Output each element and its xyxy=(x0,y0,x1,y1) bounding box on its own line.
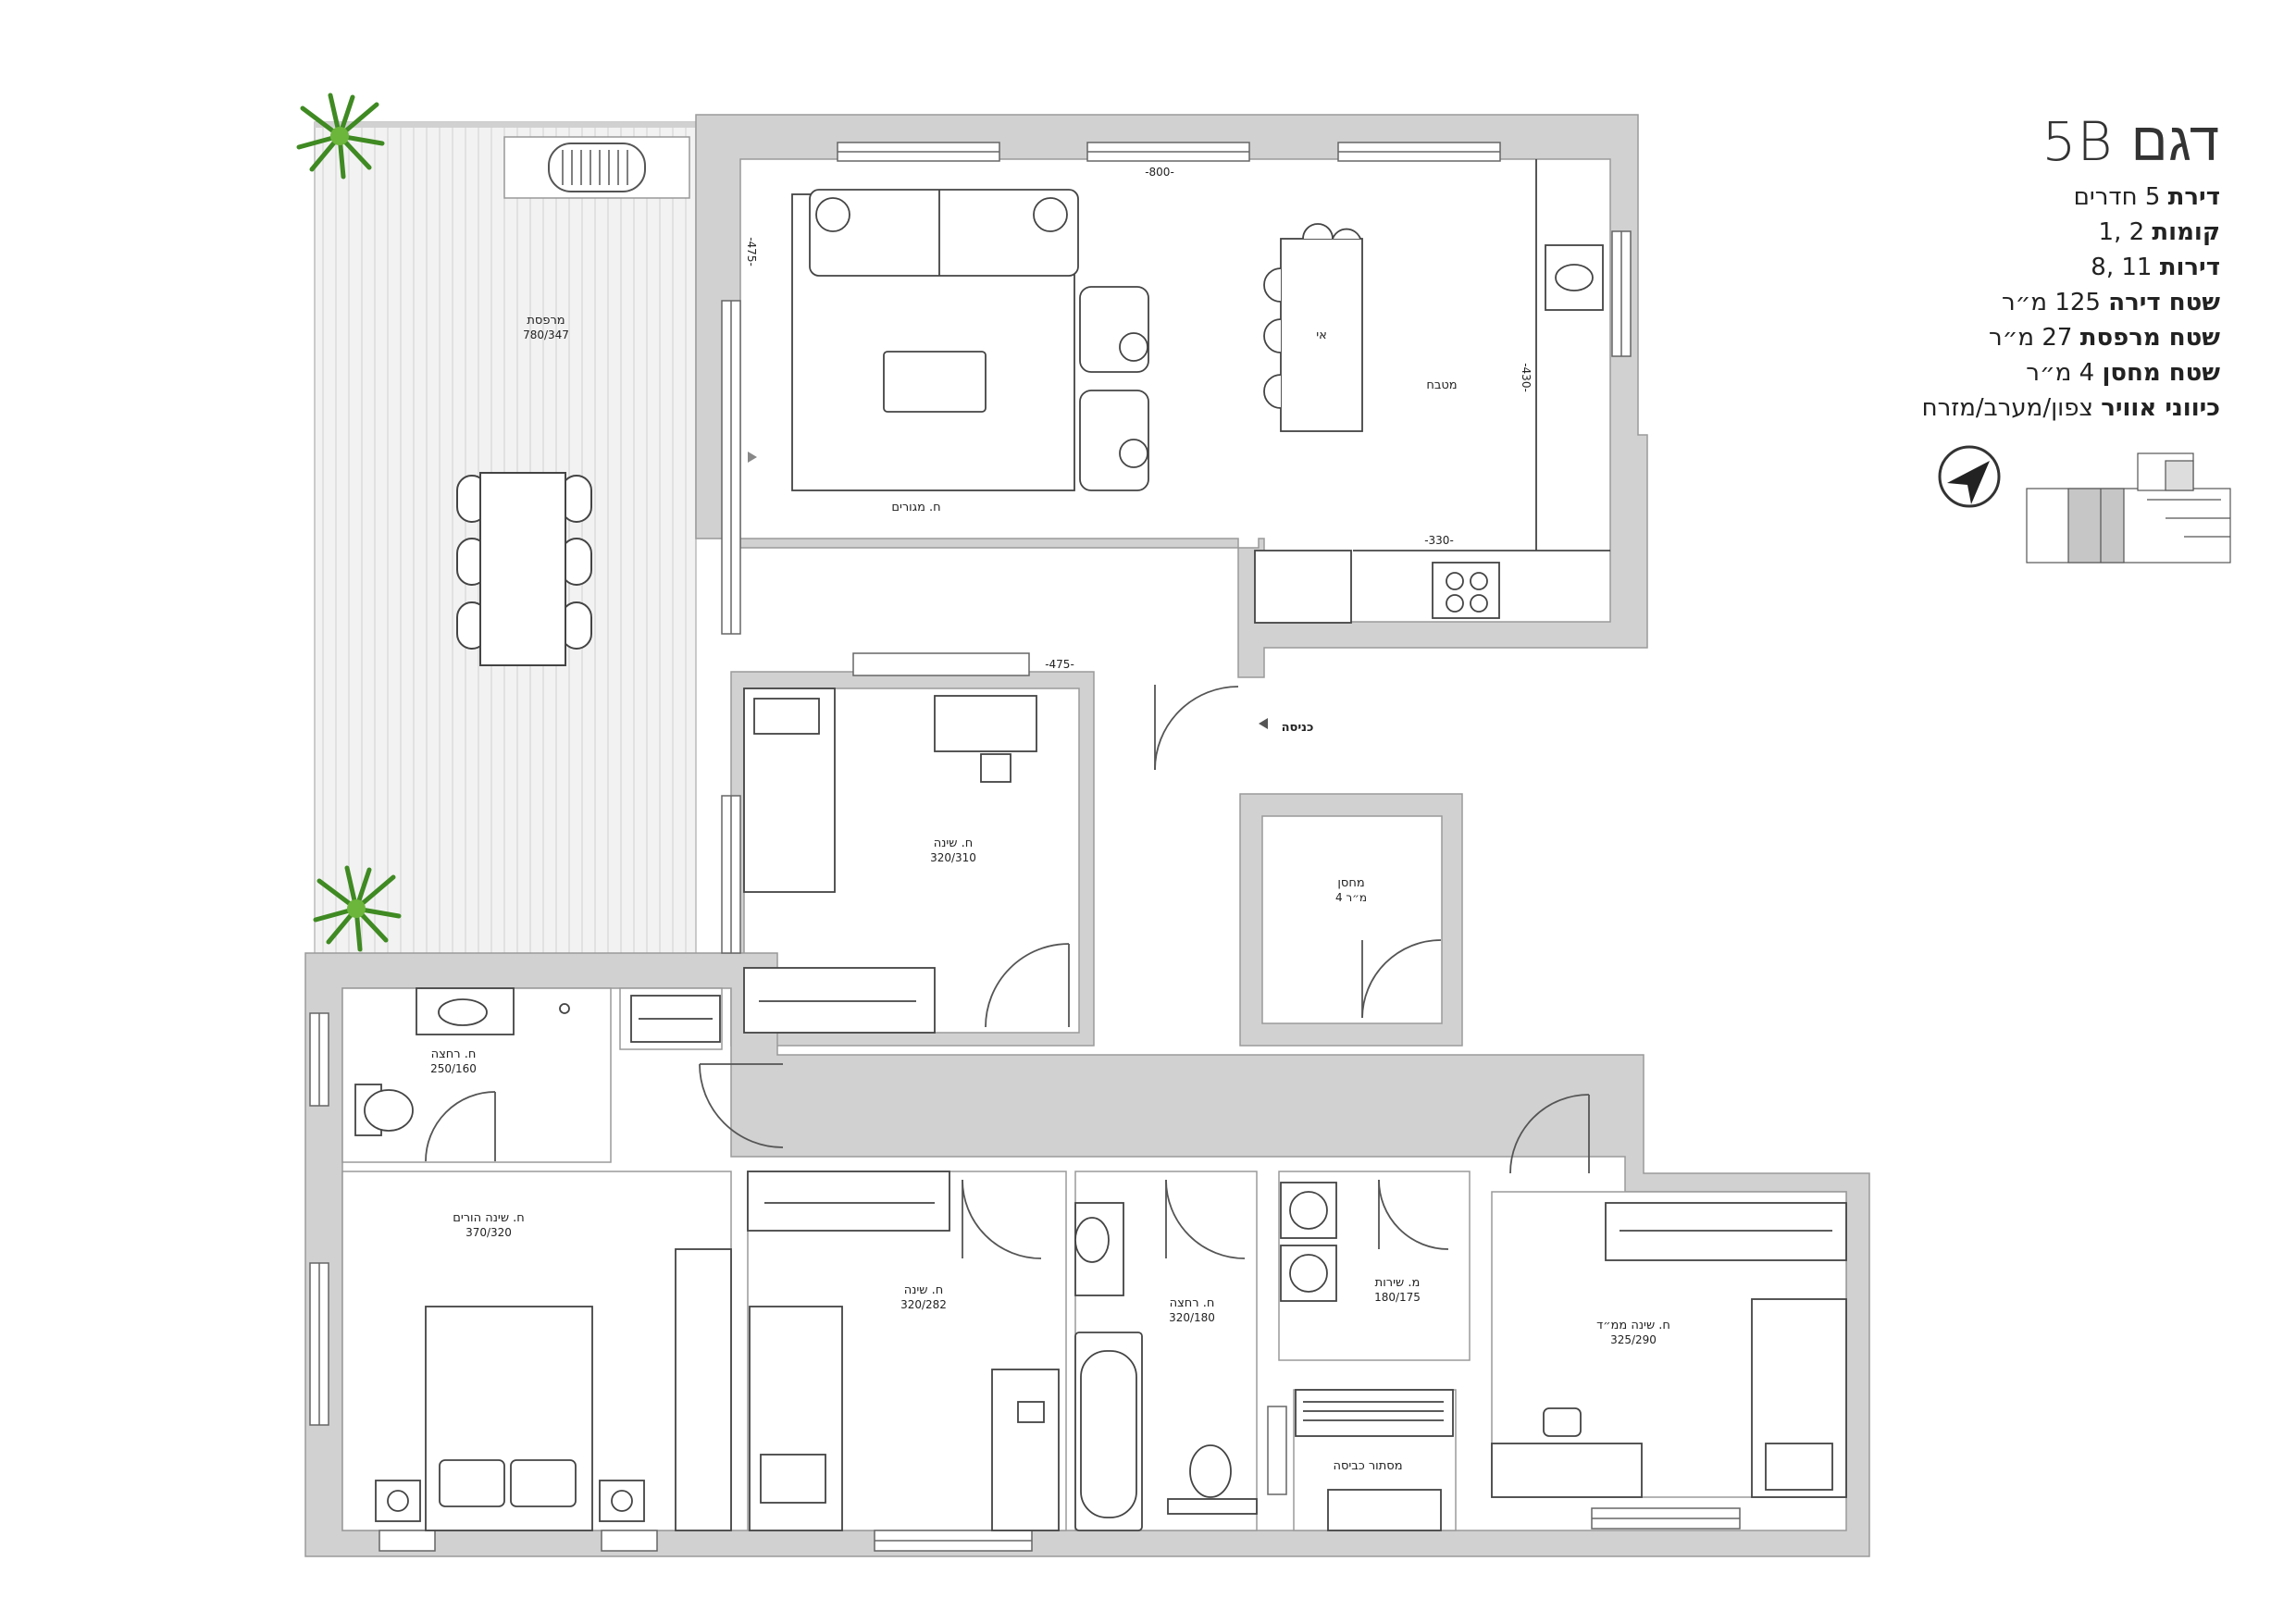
dimension-labels: -800- -475- -330- -475- -430- xyxy=(745,166,1533,671)
spec-air-directions: כיווני אוויר צפון/מערב/מזרח xyxy=(1702,390,2220,426)
dim-living-bottom: -475- xyxy=(1045,658,1074,671)
service-size: 180/175 xyxy=(1374,1291,1421,1304)
island-label: אי xyxy=(1316,328,1327,342)
spec-apartment-area: שטח דירה 125 מ״ר xyxy=(1702,285,2220,320)
spec-label: שטח דירה xyxy=(2108,289,2220,316)
spec-floors: קומות 2 ,1 xyxy=(1702,215,2220,250)
living-label: ח. מגורים xyxy=(891,501,940,514)
service-fixtures xyxy=(1280,1182,1454,1531)
dim-kitchen-h: -430- xyxy=(1520,363,1533,392)
spec-storage-area: שטח מחסן 4 מ״ר xyxy=(1702,355,2220,390)
bath1-fixtures xyxy=(354,987,721,1136)
compass-icon xyxy=(1938,445,2001,508)
living-furniture xyxy=(791,189,1149,491)
bath2-fixtures xyxy=(1074,1202,1258,1531)
kitchen-label: מטבח xyxy=(1426,378,1457,392)
spec-label: דירת xyxy=(2167,183,2220,211)
dim-left: -475- xyxy=(745,237,758,266)
apartment-info: דגם 5B דירת 5 חדרים קומות 2 ,1 דירות 11 … xyxy=(1702,109,2220,426)
dim-top: -800- xyxy=(1145,166,1174,179)
master-size: 370/320 xyxy=(465,1226,512,1239)
bath2-size: 320/180 xyxy=(1169,1311,1215,1324)
laundry-label: מסתור כביסה xyxy=(1333,1459,1402,1473)
spec-label: שטח מרפסת xyxy=(2079,324,2220,352)
bedroom2-size: 320/282 xyxy=(900,1298,947,1311)
spec-value: 27 מ״ר xyxy=(1988,324,2073,352)
spec-value: 5 חדרים xyxy=(2073,183,2161,211)
bedroom2-label: ח. שינה xyxy=(904,1283,944,1297)
spec-value: 11 ,8 xyxy=(2091,254,2153,281)
bath2-label: ח. רחצה xyxy=(1170,1296,1215,1310)
bath1-size: 250/160 xyxy=(430,1062,477,1075)
plant-icon xyxy=(313,865,402,952)
spec-value: 125 מ״ר xyxy=(2001,289,2101,316)
spec-value: 2 ,1 xyxy=(2098,218,2145,246)
balcony xyxy=(296,93,697,958)
bath1-label: ח. רחצה xyxy=(431,1047,477,1061)
spec-value: 4 מ״ר xyxy=(2026,359,2095,387)
spec-units: דירות 11 ,8 xyxy=(1702,250,2220,285)
safe-room-furniture xyxy=(1491,1202,1847,1498)
dim-kitchen-w: -330- xyxy=(1424,534,1454,547)
bedroom1-furniture xyxy=(743,688,1037,1034)
storage-size: 4 מ״ר xyxy=(1335,891,1367,904)
bedroom1-label: ח. שינה xyxy=(934,836,974,850)
bedroom2-furniture xyxy=(747,1171,1060,1531)
spec-label: שטח מחסן xyxy=(2102,359,2220,387)
spec-label: כיווני אוויר xyxy=(2101,394,2220,422)
doors xyxy=(425,685,1590,1259)
key-plan xyxy=(2026,452,2231,564)
spec-balcony-area: שטח מרפסת 27 מ״ר xyxy=(1702,320,2220,355)
service-label: מ. שירות xyxy=(1375,1276,1421,1290)
spec-value: צפון/מערב/מזרח xyxy=(1921,394,2093,422)
safe-room-label: ח. שינה ממ״ד xyxy=(1596,1319,1670,1332)
bedroom1-size: 320/310 xyxy=(930,851,976,864)
storage-label: מחסן xyxy=(1337,876,1364,890)
spec-rooms: דירת 5 חדרים xyxy=(1702,180,2220,215)
kitchen-fixtures xyxy=(1254,159,1610,624)
plant-icon xyxy=(296,93,385,180)
entrance-label: כניסה xyxy=(1282,721,1314,735)
entrance-arrow-icon xyxy=(1259,718,1268,729)
master-furniture xyxy=(375,1248,732,1531)
spec-label: דירות xyxy=(2159,254,2220,281)
windows xyxy=(309,142,1741,1552)
window-arrow-icon xyxy=(748,452,757,463)
model-title: דגם 5B xyxy=(2042,110,2220,173)
spec-label: קומות xyxy=(2152,218,2220,246)
safe-room-size: 325/290 xyxy=(1610,1333,1657,1346)
master-label: ח. שינה הורים xyxy=(453,1211,525,1225)
balcony-size: 780/347 xyxy=(523,328,569,341)
balcony-dining-set xyxy=(456,472,592,666)
balcony-label: מרפסת xyxy=(527,314,565,328)
